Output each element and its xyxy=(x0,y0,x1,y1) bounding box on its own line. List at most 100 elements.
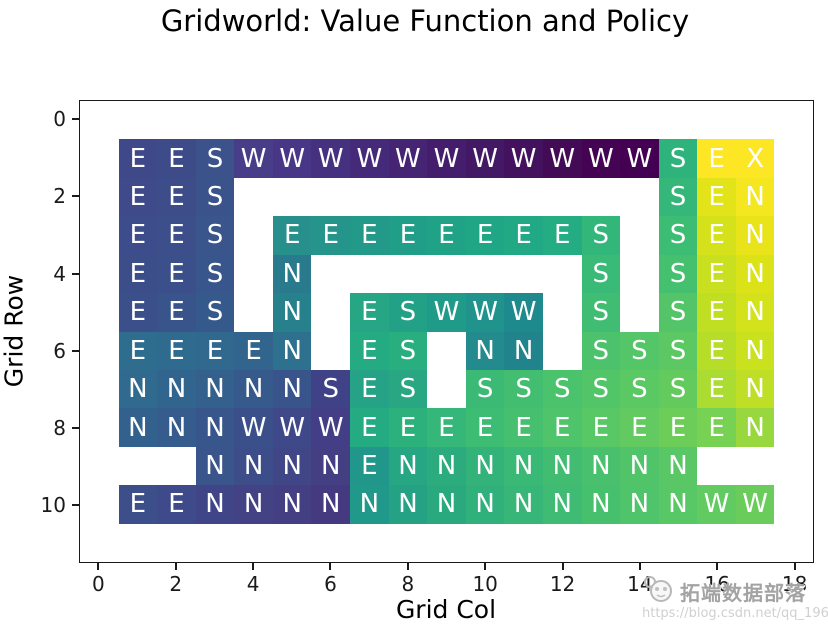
grid-cell: N xyxy=(388,446,428,486)
policy-letter: E xyxy=(708,182,725,213)
policy-letter: N xyxy=(745,220,765,251)
grid-cell: E xyxy=(157,139,196,178)
policy-letter: S xyxy=(515,374,532,405)
policy-letter: W xyxy=(240,143,267,174)
grid-cell: E xyxy=(195,331,235,370)
grid-cell: E xyxy=(311,216,351,255)
policy-letter: W xyxy=(433,297,460,328)
policy-letter: N xyxy=(629,489,650,520)
x-tick-label: 2 xyxy=(169,572,183,596)
x-axis-label: Grid Col xyxy=(395,595,497,624)
policy-letter: E xyxy=(361,412,378,443)
grid-cell: N xyxy=(504,485,543,524)
watermark-logo-icon xyxy=(642,574,676,608)
grid-cell: W xyxy=(234,139,273,178)
policy-letter: E xyxy=(708,297,725,328)
policy-letter: E xyxy=(708,220,725,251)
policy-letter: W xyxy=(317,143,344,174)
policy-letter: S xyxy=(399,297,417,328)
policy-letter: N xyxy=(166,412,187,443)
grid-cell: E xyxy=(465,216,505,255)
y-tick-label: 4 xyxy=(53,261,66,286)
policy-letter: S xyxy=(476,374,494,405)
policy-letter: N xyxy=(591,489,611,520)
grid-cell: E xyxy=(350,369,389,409)
grid-cell: E xyxy=(350,331,389,370)
grid-cell: E xyxy=(427,216,466,255)
grid-cell: E xyxy=(157,254,196,294)
policy-letter: N xyxy=(552,489,572,520)
policy-letter: N xyxy=(243,450,264,481)
policy-letter: E xyxy=(361,297,378,328)
policy-letter: S xyxy=(592,335,610,366)
policy-letter: N xyxy=(398,489,418,520)
policy-letter: W xyxy=(317,412,344,443)
grid-cell: N xyxy=(350,485,389,524)
grid-cell: S xyxy=(581,293,621,332)
policy-letter: W xyxy=(510,143,537,174)
policy-letter: N xyxy=(513,450,534,481)
policy-letter: E xyxy=(708,258,725,289)
policy-letter: E xyxy=(129,335,147,366)
policy-letter: N xyxy=(243,374,264,405)
policy-letter: E xyxy=(631,412,648,443)
policy-letter: E xyxy=(399,412,417,443)
grid-cell: S xyxy=(620,369,659,409)
policy-letter: N xyxy=(591,450,611,481)
policy-letter: E xyxy=(168,297,185,328)
grid-cell: E xyxy=(465,408,505,447)
grid-cell: W xyxy=(272,408,312,447)
x-tick-mark xyxy=(252,563,255,570)
policy-letter: N xyxy=(668,450,688,481)
policy-letter: N xyxy=(745,182,765,213)
policy-letter: S xyxy=(206,182,224,213)
grid-cell: E xyxy=(697,139,736,178)
policy-letter: S xyxy=(206,220,224,251)
grid-cell: S xyxy=(195,254,235,294)
grid-cell: S xyxy=(658,293,698,332)
policy-letter: S xyxy=(669,182,687,213)
grid-cell: N xyxy=(272,331,312,370)
policy-letter: E xyxy=(168,220,185,251)
grid-cell: S xyxy=(388,331,428,370)
grid-cell: W xyxy=(735,485,775,524)
policy-letter: E xyxy=(168,258,185,289)
policy-letter: E xyxy=(708,412,725,443)
policy-letter: E xyxy=(206,335,224,366)
grid-cell: S xyxy=(388,293,428,332)
policy-letter: N xyxy=(398,450,418,481)
policy-letter: N xyxy=(166,374,187,405)
policy-letter: W xyxy=(279,412,306,443)
policy-letter: N xyxy=(475,489,495,520)
grid-cell: S xyxy=(658,139,698,178)
grid-cell: S xyxy=(658,331,698,370)
x-tick-mark xyxy=(716,563,719,570)
policy-letter: N xyxy=(282,258,302,289)
grid-cell: W xyxy=(504,293,543,332)
grid-cell: N xyxy=(195,408,235,447)
grid-cell: W xyxy=(465,139,505,178)
x-tick-label: 0 xyxy=(91,572,105,596)
grid-cell: N xyxy=(234,369,273,409)
grid-cell: N xyxy=(735,293,775,332)
grid-cell: N xyxy=(581,446,621,486)
policy-letter: N xyxy=(359,489,380,520)
policy-letter: N xyxy=(243,489,264,520)
grid-cell: S xyxy=(620,331,659,370)
grid-cell: S xyxy=(581,216,621,255)
policy-letter: E xyxy=(476,220,494,251)
grid-cell: N xyxy=(465,485,505,524)
x-tick-label: 10 xyxy=(472,572,498,596)
policy-letter: N xyxy=(205,412,225,443)
grid-cell: S xyxy=(195,177,235,217)
grid-cell: S xyxy=(581,331,621,370)
grid-cell: E xyxy=(157,293,196,332)
policy-letter: S xyxy=(592,374,610,405)
grid-cell: N xyxy=(118,408,158,447)
policy-letter: E xyxy=(476,412,494,443)
policy-letter: S xyxy=(206,297,224,328)
grid-cell: N xyxy=(620,446,659,486)
y-tick-mark xyxy=(72,349,79,352)
grid-cell: E xyxy=(388,216,428,255)
policy-letter: W xyxy=(240,412,267,443)
